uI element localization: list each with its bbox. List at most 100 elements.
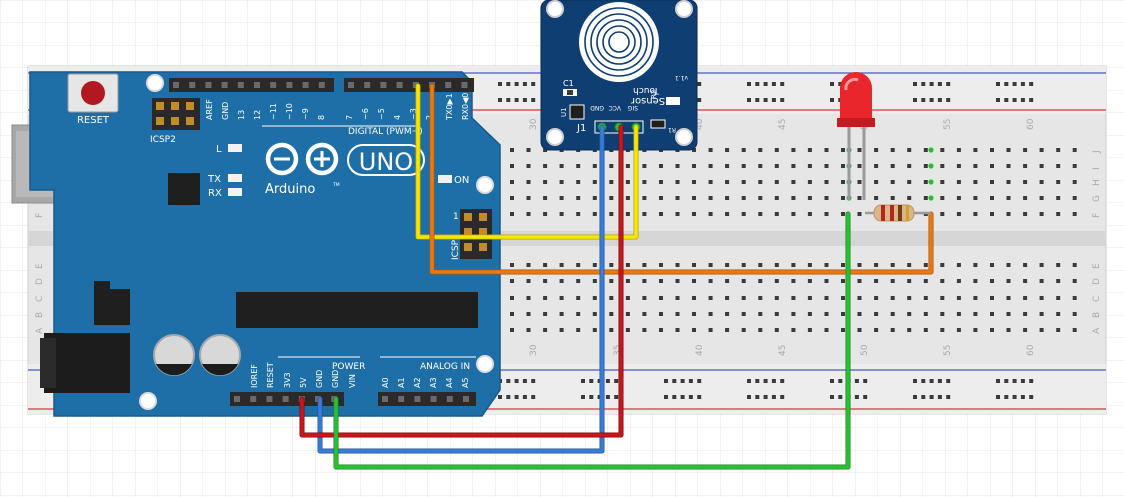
breadboard-hole[interactable] xyxy=(659,196,663,200)
breadboard-hole[interactable] xyxy=(758,312,763,316)
rail-hole[interactable] xyxy=(1020,98,1025,102)
breadboard-hole[interactable] xyxy=(807,296,812,300)
breadboard-hole[interactable] xyxy=(1006,196,1011,200)
breadboard-hole[interactable] xyxy=(940,263,945,267)
breadboard-hole[interactable] xyxy=(1023,212,1028,216)
breadboard-hole[interactable] xyxy=(708,212,713,216)
rail-hole[interactable] xyxy=(946,379,951,383)
breadboard-hole[interactable] xyxy=(758,180,763,184)
breadboard-hole[interactable] xyxy=(725,196,730,200)
icsp2-pin[interactable] xyxy=(171,117,179,125)
breadboard-hole[interactable] xyxy=(559,296,564,300)
breadboard-hole[interactable] xyxy=(741,212,746,216)
breadboard-hole[interactable] xyxy=(956,164,961,168)
breadboard-hole[interactable] xyxy=(973,328,978,332)
breadboard-hole[interactable] xyxy=(625,279,630,283)
rail-hole[interactable] xyxy=(589,395,594,399)
breadboard-hole[interactable] xyxy=(592,279,597,283)
breadboard-hole[interactable] xyxy=(791,328,796,332)
breadboard-hole[interactable] xyxy=(940,279,945,283)
rail-hole[interactable] xyxy=(946,82,951,86)
breadboard-hole[interactable] xyxy=(774,312,779,316)
breadboard-hole[interactable] xyxy=(791,212,796,216)
breadboard-hole[interactable] xyxy=(990,296,994,300)
breadboard-hole[interactable] xyxy=(725,180,730,184)
breadboard-hole[interactable] xyxy=(923,164,928,168)
rail-hole[interactable] xyxy=(830,98,834,102)
rail-hole[interactable] xyxy=(780,98,785,102)
breadboard-hole[interactable] xyxy=(741,164,746,168)
breadboard-hole[interactable] xyxy=(526,296,531,300)
header-pin[interactable] xyxy=(282,396,289,402)
breadboard-hole[interactable] xyxy=(791,196,796,200)
breadboard-hole[interactable] xyxy=(725,148,730,152)
breadboard-hole[interactable] xyxy=(559,263,564,267)
rail-hole[interactable] xyxy=(614,379,619,383)
rail-hole[interactable] xyxy=(506,82,511,86)
breadboard-hole[interactable] xyxy=(708,164,713,168)
breadboard-hole[interactable] xyxy=(923,196,928,200)
breadboard-hole[interactable] xyxy=(890,164,895,168)
breadboard-hole[interactable] xyxy=(708,328,713,332)
icsp-pin[interactable] xyxy=(464,228,472,236)
breadboard-hole[interactable] xyxy=(1072,279,1077,283)
rail-hole[interactable] xyxy=(937,395,942,399)
rail-hole[interactable] xyxy=(531,82,536,86)
breadboard-hole[interactable] xyxy=(543,328,548,332)
breadboard-hole[interactable] xyxy=(1056,263,1061,267)
breadboard-hole[interactable] xyxy=(824,180,829,184)
breadboard-hole[interactable] xyxy=(807,279,812,283)
rail-hole[interactable] xyxy=(522,82,527,86)
breadboard-hole[interactable] xyxy=(609,196,614,200)
rail-hole[interactable] xyxy=(1029,395,1034,399)
breadboard-hole[interactable] xyxy=(1072,312,1077,316)
rail-hole[interactable] xyxy=(672,395,677,399)
breadboard-hole[interactable] xyxy=(576,279,581,283)
breadboard-hole[interactable] xyxy=(1072,263,1077,267)
rail-hole[interactable] xyxy=(854,379,859,383)
breadboard-hole[interactable] xyxy=(526,312,531,316)
icsp-pin[interactable] xyxy=(479,213,487,221)
breadboard-hole[interactable] xyxy=(890,328,895,332)
breadboard-hole[interactable] xyxy=(659,312,663,316)
breadboard-hole[interactable] xyxy=(642,212,647,216)
rail-hole[interactable] xyxy=(1029,98,1034,102)
rail-hole[interactable] xyxy=(929,379,934,383)
breadboard-hole[interactable] xyxy=(708,312,713,316)
breadboard-hole[interactable] xyxy=(625,180,630,184)
breadboard-hole[interactable] xyxy=(956,148,961,152)
breadboard-hole[interactable] xyxy=(1006,279,1011,283)
breadboard-hole[interactable] xyxy=(576,180,581,184)
breadboard-hole[interactable] xyxy=(659,212,663,216)
rail-hole[interactable] xyxy=(1004,395,1009,399)
breadboard-hole[interactable] xyxy=(990,263,994,267)
breadboard-hole[interactable] xyxy=(625,196,630,200)
rail-hole[interactable] xyxy=(1029,379,1034,383)
rail-hole[interactable] xyxy=(1012,82,1017,86)
breadboard-hole[interactable] xyxy=(923,148,928,152)
breadboard-hole[interactable] xyxy=(1039,263,1044,267)
breadboard-hole[interactable] xyxy=(592,328,597,332)
breadboard-hole[interactable] xyxy=(874,312,879,316)
rail-hole[interactable] xyxy=(913,82,917,86)
breadboard-hole[interactable] xyxy=(642,279,647,283)
breadboard-hole[interactable] xyxy=(725,164,730,168)
breadboard-hole[interactable] xyxy=(543,263,548,267)
rail-hole[interactable] xyxy=(755,82,760,86)
breadboard-hole[interactable] xyxy=(1006,164,1011,168)
breadboard-hole[interactable] xyxy=(510,212,514,216)
breadboard-hole[interactable] xyxy=(956,196,961,200)
breadboard-hole[interactable] xyxy=(559,312,564,316)
breadboard-hole[interactable] xyxy=(741,196,746,200)
breadboard-hole[interactable] xyxy=(824,328,829,332)
rail-hole[interactable] xyxy=(913,98,917,102)
rail-hole[interactable] xyxy=(763,379,768,383)
breadboard-hole[interactable] xyxy=(1056,164,1061,168)
breadboard-hole[interactable] xyxy=(956,263,961,267)
breadboard-hole[interactable] xyxy=(725,279,730,283)
breadboard-hole[interactable] xyxy=(890,196,895,200)
header-pin[interactable] xyxy=(270,82,277,88)
breadboard-hole[interactable] xyxy=(526,196,531,200)
breadboard-hole[interactable] xyxy=(625,296,630,300)
breadboard-hole[interactable] xyxy=(841,263,845,267)
